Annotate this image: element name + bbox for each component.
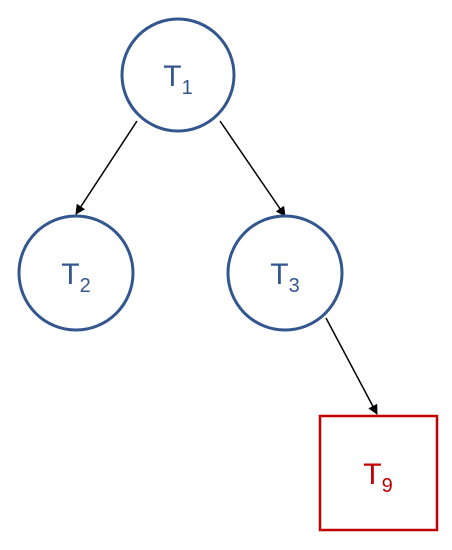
node-t1-circle bbox=[120, 17, 236, 133]
node-t2: T2 bbox=[17, 214, 135, 332]
node-t9-label: T9 bbox=[363, 458, 392, 497]
node-t3-circle bbox=[226, 214, 344, 332]
edge-t1-to-t3 bbox=[219, 120, 286, 217]
node-t1-label: T1 bbox=[163, 60, 192, 99]
node-t9-box bbox=[318, 414, 439, 532]
node-t2-circle bbox=[17, 214, 135, 332]
node-t2-label: T2 bbox=[61, 258, 90, 297]
node-t1: T1 bbox=[120, 17, 236, 133]
edge-t1-to-t2 bbox=[75, 120, 138, 215]
edge-t3-to-t9 bbox=[325, 317, 378, 415]
node-t3-label: T3 bbox=[270, 258, 299, 297]
node-t3: T3 bbox=[226, 214, 344, 332]
node-t9: T9 bbox=[318, 414, 439, 532]
